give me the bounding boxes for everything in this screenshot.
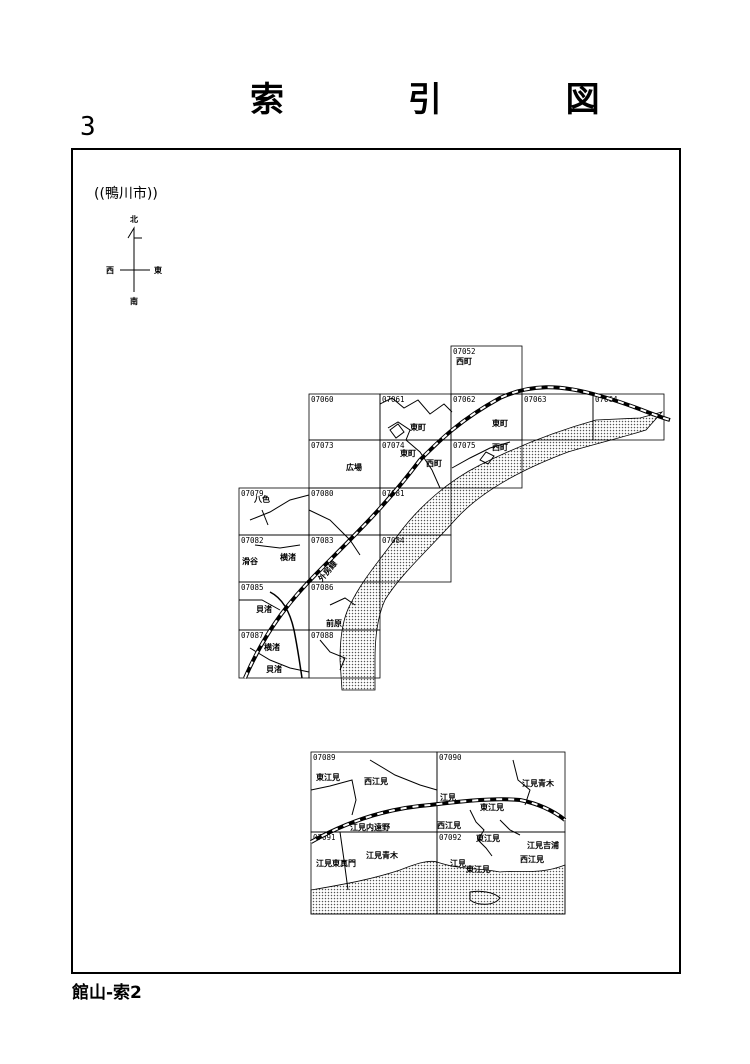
sheet-code: 07080 <box>311 489 334 498</box>
boundary-lines-lower <box>310 759 531 905</box>
compass-west: 西 <box>106 266 114 275</box>
sea-area <box>339 411 664 691</box>
place-label: 広場 <box>346 462 362 472</box>
boundary-lines <box>239 397 511 679</box>
compass-north: 北 <box>130 214 138 224</box>
place-label: 東町 <box>492 418 508 428</box>
place-label: 貝渚 <box>266 664 282 674</box>
place-label: 東町 <box>410 422 426 432</box>
sheet-code: 07079 <box>241 489 264 498</box>
place-label: 横渚 <box>264 642 280 652</box>
sheet-code: 07086 <box>311 583 334 592</box>
sheet-code: 07090 <box>439 753 462 762</box>
sheet-code: 07088 <box>311 631 334 640</box>
sheet-code: 07084 <box>382 536 405 545</box>
place-label: 江見 <box>440 792 456 802</box>
place-label: 西町 <box>492 443 508 452</box>
place-label: 西町 <box>456 357 472 366</box>
city-label: ((鴨川市)) <box>94 185 158 202</box>
railway-line-lower <box>310 797 567 844</box>
sheet-code: 07074 <box>382 441 405 450</box>
sheet-code: 07062 <box>453 395 476 404</box>
sheet-code: 07063 <box>524 395 547 404</box>
page-number: 3 <box>80 112 96 142</box>
sheet-code: 07060 <box>311 395 334 404</box>
sheet-code: 07052 <box>453 347 476 356</box>
place-label: 西江見 <box>364 776 388 786</box>
sheet-code: 07082 <box>241 536 264 545</box>
place-label: 横渚 <box>280 552 296 562</box>
place-label: 滑谷 <box>242 556 259 566</box>
place-label: 東江見 <box>466 864 490 874</box>
sheet-grid-lower <box>310 751 566 915</box>
place-label: 八色 <box>253 494 270 504</box>
compass-rose <box>120 226 150 292</box>
compass-east: 東 <box>154 265 162 275</box>
sea-area-lower <box>310 860 566 915</box>
place-label: 東町 <box>400 448 416 458</box>
place-label: 西江見 <box>437 820 461 830</box>
place-label: 前原 <box>326 618 342 628</box>
sheet-grid-main <box>238 345 665 679</box>
place-label: 江見 <box>450 858 466 868</box>
place-label: 江見内遠野 <box>350 822 390 832</box>
sheet-code: 07073 <box>311 441 334 450</box>
place-label: 東江見 <box>476 833 500 843</box>
compass-south: 南 <box>130 296 138 306</box>
map-frame <box>71 148 681 974</box>
place-label: 貝渚 <box>256 604 272 614</box>
place-label: 江見青木 <box>522 778 555 788</box>
place-label: 西町 <box>426 459 442 468</box>
footer-label: 館山-索2 <box>72 983 142 1003</box>
page-title: 索 引 図 <box>250 80 656 120</box>
place-label: 西江見 <box>520 854 544 864</box>
sheet-code: 07087 <box>241 631 264 640</box>
place-label: 江見吉浦 <box>527 840 559 850</box>
sheet-code: 07089 <box>313 753 336 762</box>
sheet-code: 07091 <box>313 833 336 842</box>
place-label: 東江見 <box>316 772 340 782</box>
sheet-code: 07092 <box>439 833 462 842</box>
sheet-code: 07083 <box>311 536 334 545</box>
sheet-code: 07075 <box>453 441 476 450</box>
place-label: 東江見 <box>480 802 504 812</box>
railway-line <box>243 385 671 679</box>
place-label: 江見青木 <box>366 850 399 860</box>
sheet-code: 07085 <box>241 583 264 592</box>
place-label: 江見東真門 <box>316 858 356 868</box>
